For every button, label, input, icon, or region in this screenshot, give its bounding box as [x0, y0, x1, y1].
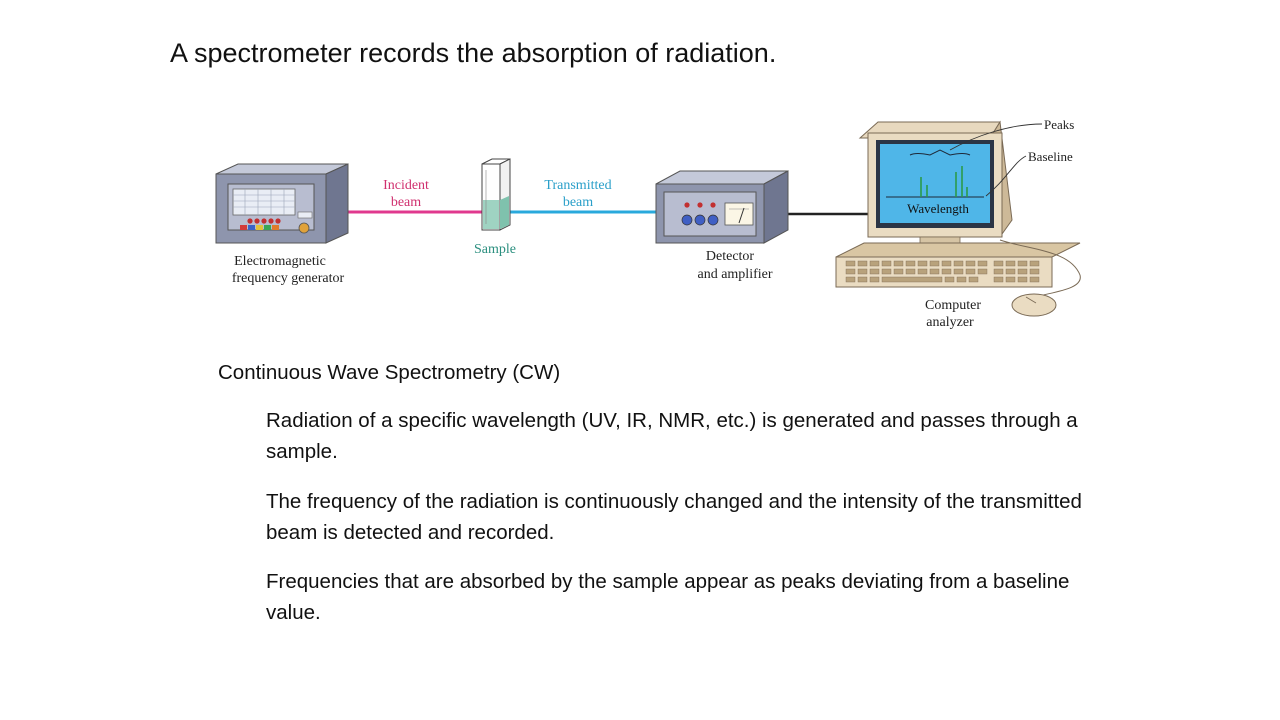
- computer-mouse: [1011, 293, 1057, 317]
- paragraph-1: Radiation of a specific wavelength (UV, …: [266, 409, 1078, 463]
- section-heading: Continuous Wave Spectrometry (CW): [218, 361, 561, 384]
- computer-analyzer: Wavelength: [835, 120, 1081, 317]
- frequency-generator-device: [215, 163, 349, 244]
- peaks-bracket: [909, 149, 971, 156]
- screen-axis-label: Wavelength: [907, 201, 969, 216]
- detector-label-line1: Detector: [706, 249, 755, 264]
- detector-amplifier-device: [655, 170, 789, 244]
- baseline-label: Baseline: [1028, 149, 1073, 164]
- spectrometer-diagram: Electromagnetic frequency generator Inci…: [200, 100, 1100, 345]
- incident-beam-label-line2: beam: [391, 195, 421, 210]
- transmitted-beam-label-line1: Transmitted: [544, 178, 611, 193]
- spectrum-peaks: [920, 166, 968, 197]
- generator-label-line2: frequency generator: [232, 271, 345, 286]
- slide-title: A spectrometer records the absorption of…: [170, 38, 777, 68]
- computer-label-line2: analyzer: [926, 315, 974, 330]
- peaks-label: Peaks: [1044, 117, 1074, 132]
- generator-label-line1: Electromagnetic: [234, 254, 326, 269]
- baseline-leader-line: [985, 155, 1027, 197]
- computer-label-line1: Computer: [925, 298, 981, 313]
- paragraph-2: The frequency of the radiation is contin…: [266, 490, 1082, 544]
- incident-beam-label-line1: Incident: [383, 178, 429, 193]
- peaks-leader-line: [949, 123, 1043, 151]
- transmitted-beam-label-line2: beam: [563, 195, 593, 210]
- sample-cuvette: [481, 158, 511, 231]
- sample-label: Sample: [474, 242, 516, 257]
- detector-label-line2: and amplifier: [697, 267, 772, 282]
- keyboard-keys: [845, 260, 1040, 283]
- paragraph-3: Frequencies that are absorbed by the sam…: [266, 570, 1070, 624]
